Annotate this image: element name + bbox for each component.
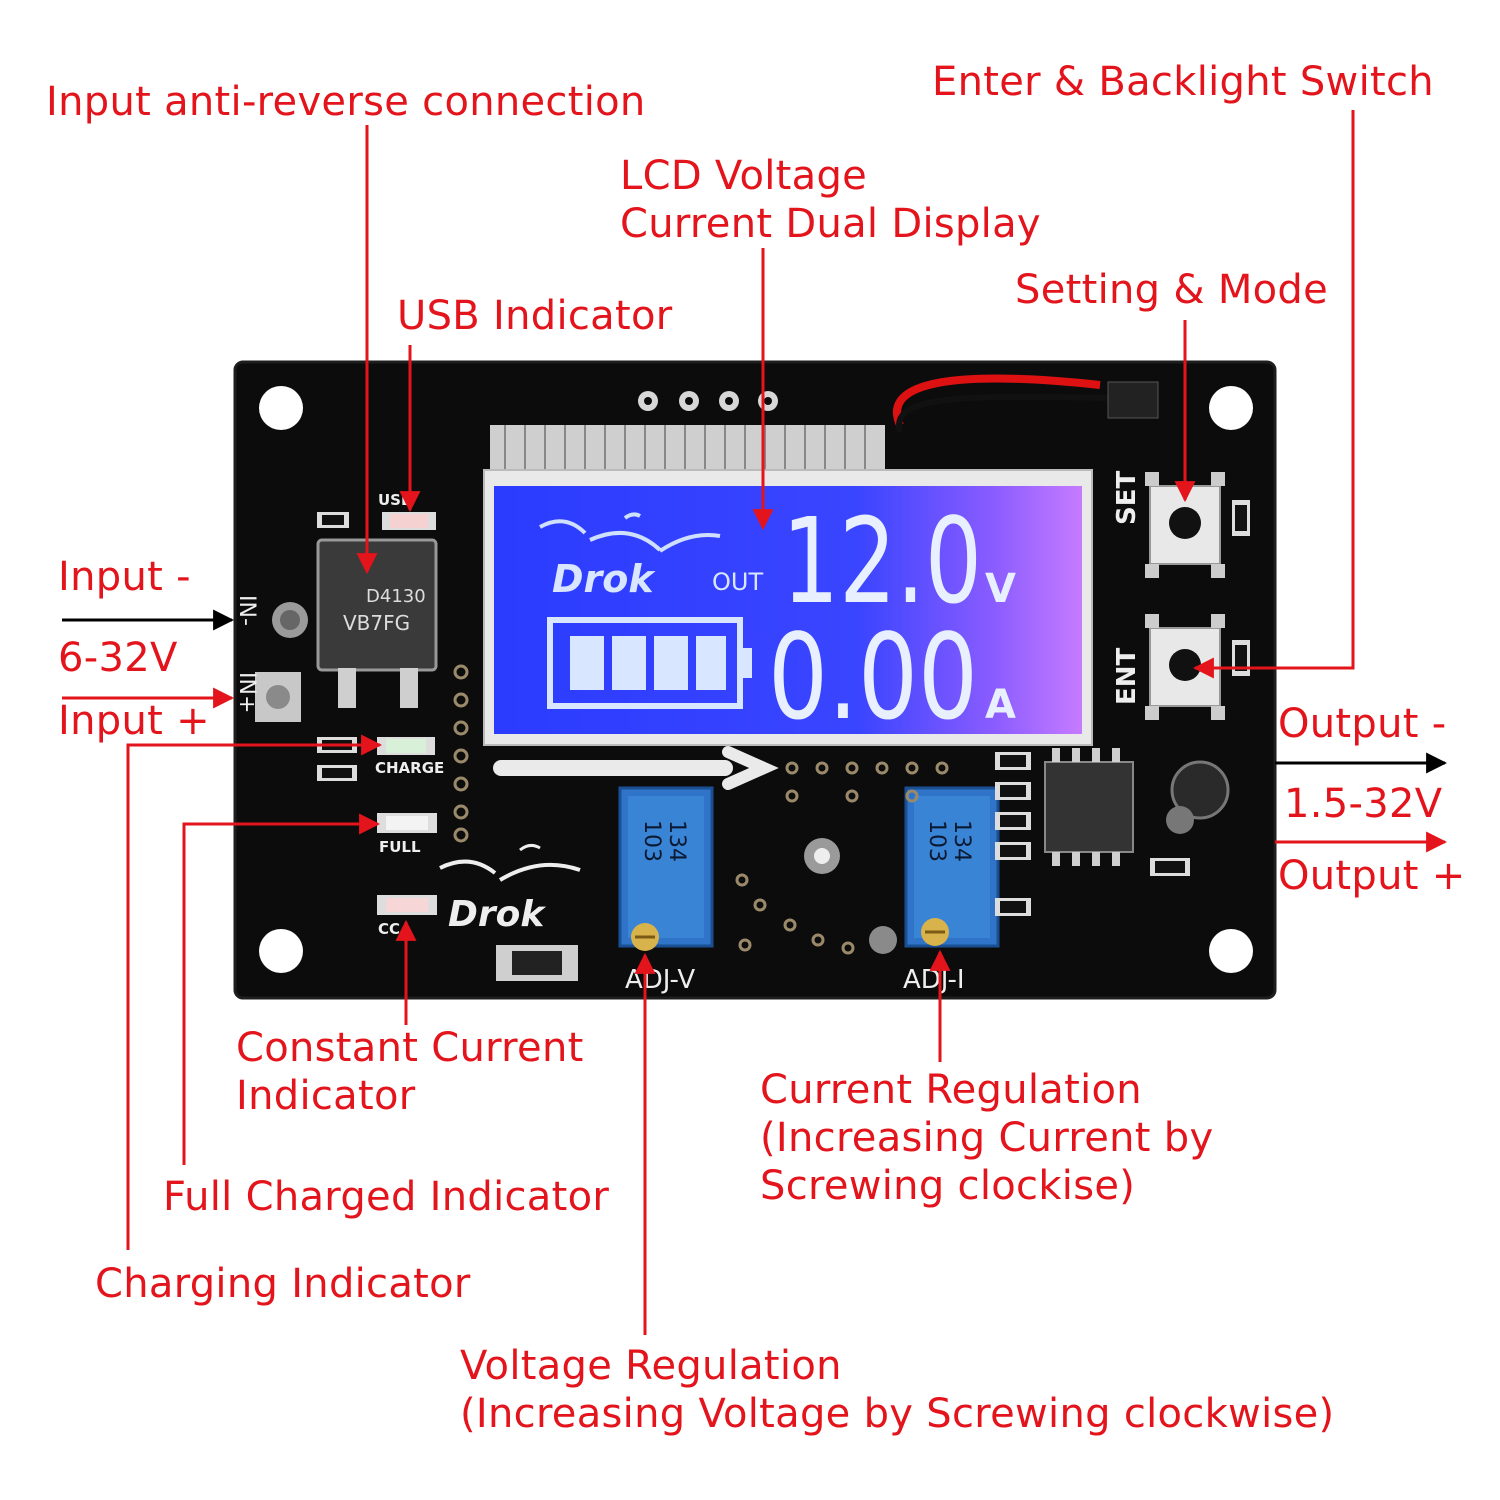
via-column	[453, 664, 469, 843]
label-output-minus: Output -	[1278, 701, 1447, 747]
label-current-reg-line3: Screwing clockise)	[760, 1163, 1136, 1209]
annotation-lines	[62, 110, 1448, 1335]
silk-ent: ENT	[1112, 647, 1142, 705]
label-charging: Charging Indicator	[95, 1261, 471, 1307]
battery-icon	[547, 617, 752, 709]
label-output-plus: Output +	[1278, 853, 1466, 899]
label-output-range: 1.5-32V	[1284, 781, 1443, 827]
pot-i-code2: 103	[924, 820, 949, 862]
label-voltage-reg-line2: (Increasing Voltage by Screwing clockwis…	[460, 1391, 1335, 1437]
label-lcd-line2: Current Dual Display	[620, 201, 1041, 247]
silk-charge: CHARGE	[375, 759, 444, 777]
silk-in-minus: IN-	[234, 595, 259, 626]
silk-in-plus: IN+	[234, 672, 259, 713]
via-grid	[735, 761, 949, 955]
lcd-current-unit: A	[985, 682, 1016, 728]
silk-usb: USB	[378, 491, 412, 509]
lcd-bird-logo	[539, 512, 721, 553]
chip-text-1: D4130	[366, 586, 426, 607]
label-cc-line2: Indicator	[236, 1073, 416, 1119]
label-input-range: 6-32V	[58, 635, 178, 681]
pot-i-code: 134	[949, 820, 974, 862]
label-lcd-line1: LCD Voltage	[620, 153, 868, 199]
board-brand-logo: Drok	[439, 843, 581, 935]
silk-set: SET	[1112, 471, 1142, 525]
right-components	[995, 748, 1230, 916]
silk-arrow	[493, 746, 779, 790]
smd-components	[317, 512, 578, 981]
label-setting-mode: Setting & Mode	[1015, 267, 1329, 313]
lcd-brand: Drok	[552, 557, 656, 601]
mosfet-chip: D4130 VB7FG	[316, 538, 438, 708]
input-terminals: IN- IN+	[234, 595, 308, 722]
lcd-voltage-unit: V	[985, 566, 1016, 612]
lcd-display: Drok OUT 12.0 V 0.00 A	[483, 469, 1093, 746]
label-full-charged: Full Charged Indicator	[163, 1174, 610, 1220]
silk-adj-i: ADJ-I	[903, 965, 965, 995]
silk-cc: CC	[378, 920, 400, 938]
backlight-wires	[893, 374, 1159, 433]
label-input-anti-reverse: Input anti-reverse connection	[46, 79, 646, 125]
mounting-holes	[259, 386, 1253, 973]
silk-adj-v: ADJ-V	[625, 965, 695, 995]
lcd-current-value: 0.00	[768, 608, 978, 746]
label-enter-backlight: Enter & Backlight Switch	[932, 59, 1434, 105]
annotation-lines-black	[62, 609, 1448, 774]
label-voltage-reg-line1: Voltage Regulation	[460, 1343, 842, 1389]
label-input-plus: Input +	[58, 698, 210, 744]
button-silkscreen: SET ENT	[1112, 471, 1142, 705]
chip-text-2: VB7FG	[343, 611, 410, 635]
label-usb-indicator: USB Indicator	[397, 293, 673, 339]
label-current-reg-line1: Current Regulation	[760, 1067, 1142, 1113]
pot-current: 134 103	[904, 786, 1000, 948]
pot-v-code2: 103	[639, 820, 664, 862]
label-current-reg-line2: (Increasing Current by	[760, 1115, 1214, 1161]
board-brand-text: Drok	[448, 894, 546, 935]
label-cc-line1: Constant Current	[236, 1025, 584, 1071]
silk-full: FULL	[379, 838, 421, 856]
pot-voltage: 134 103	[618, 786, 714, 951]
label-input-minus: Input -	[58, 554, 191, 600]
lcd-out-label: OUT	[712, 568, 763, 596]
lcd-voltage-value: 12.0	[782, 492, 982, 630]
pot-v-code: 134	[664, 820, 689, 862]
metal-screw-center	[804, 838, 897, 954]
